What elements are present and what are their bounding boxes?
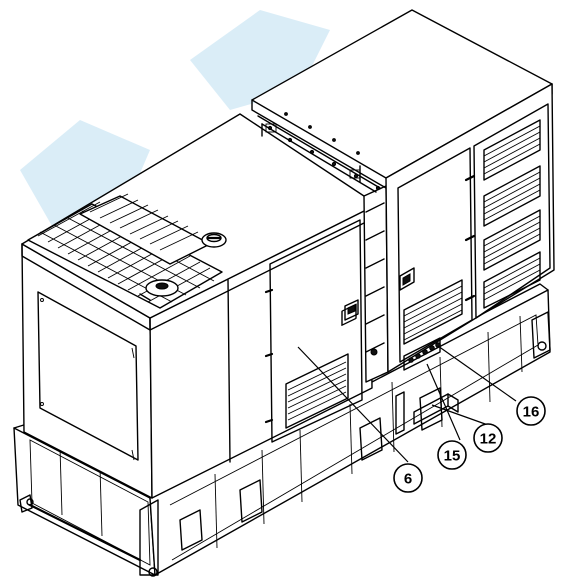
callout-16: 16 — [516, 396, 546, 426]
callout-6: 6 — [393, 463, 423, 493]
grille-left — [285, 353, 349, 429]
callout-15-label: 15 — [444, 448, 461, 465]
leader-lines — [297, 345, 517, 463]
base-fixture — [395, 391, 459, 435]
callout-16-label: 16 — [523, 404, 540, 421]
callout-12-label: 12 — [480, 431, 497, 448]
callout-15: 15 — [437, 440, 467, 470]
right-canopy — [251, 9, 555, 435]
left-canopy — [21, 113, 373, 499]
grille-right-door — [483, 119, 541, 309]
callout-12: 12 — [473, 423, 503, 453]
junction-strip — [363, 185, 389, 383]
roof-lifting-eye — [201, 232, 227, 248]
grille-right-lower — [403, 279, 463, 345]
socket-panel — [403, 337, 441, 371]
callout-6-label: 6 — [404, 471, 412, 488]
roof-grille — [27, 193, 223, 309]
base-frame — [13, 283, 551, 577]
